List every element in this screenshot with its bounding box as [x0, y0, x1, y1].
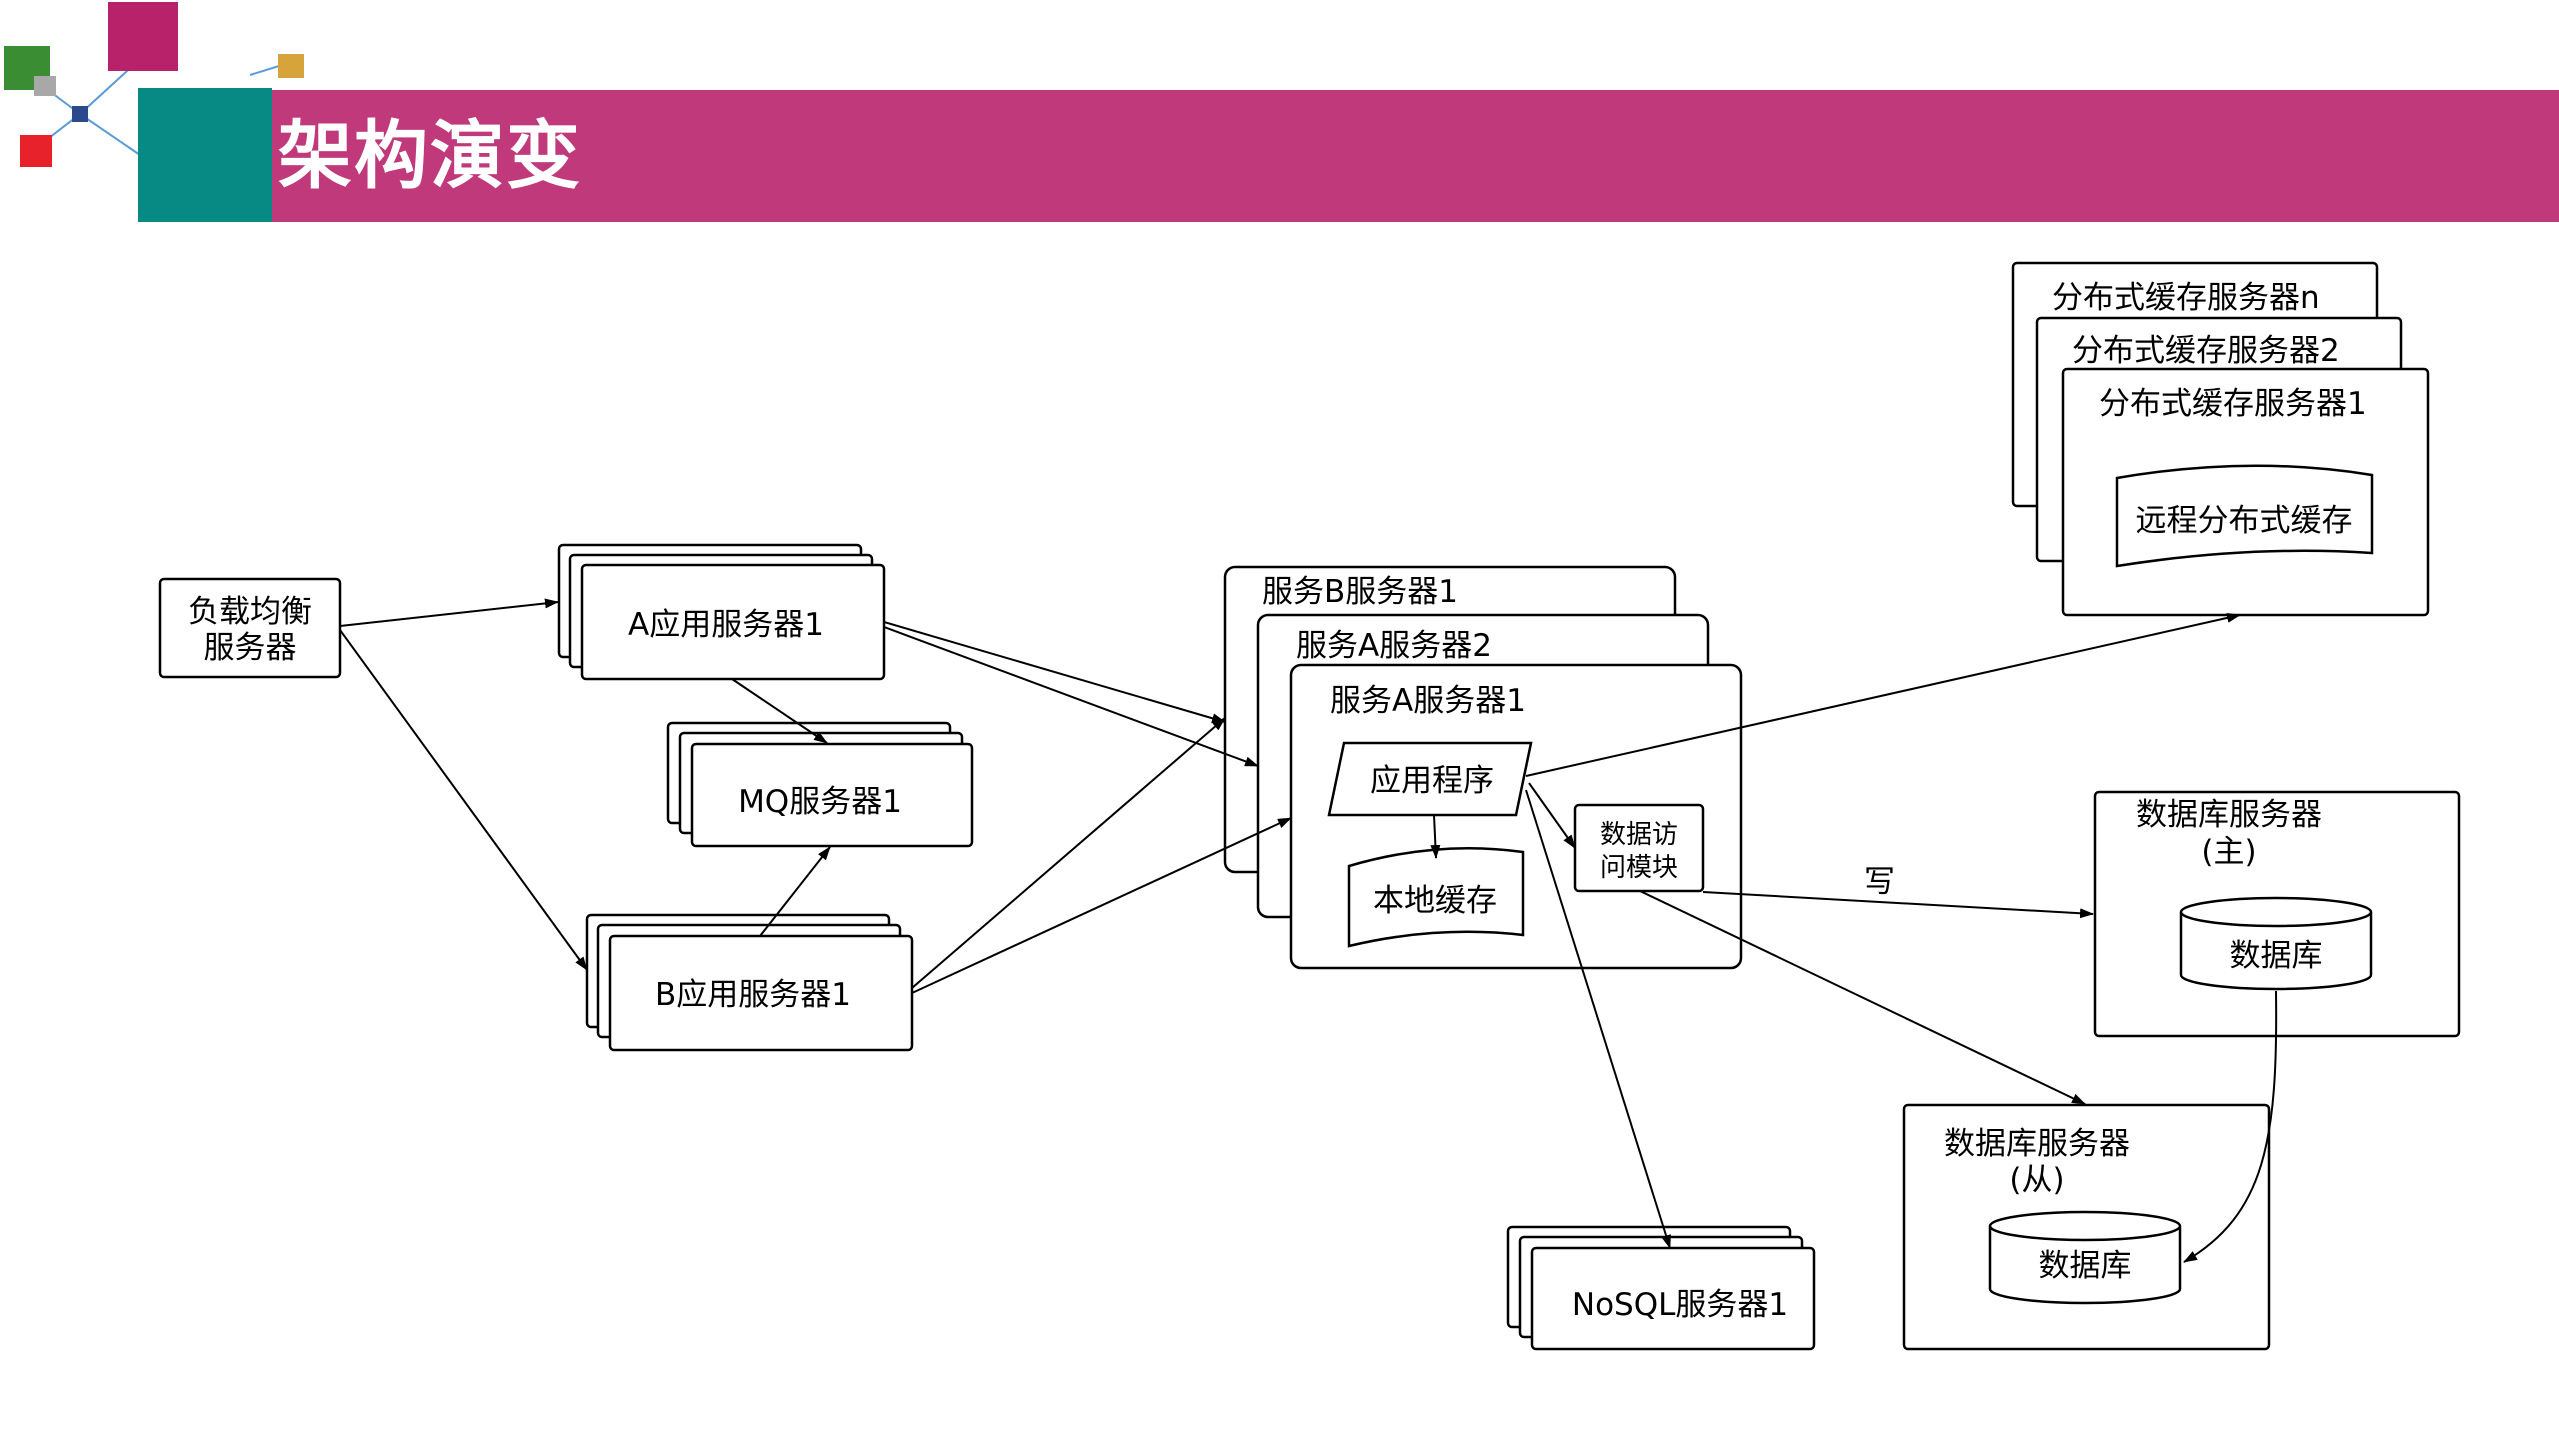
db-master-cylinder-label: 数据库 [2230, 938, 2323, 974]
title-band [272, 90, 2559, 222]
db-slave-cylinder-top [1988, 1210, 2182, 1242]
data-access-label-2: 问模块 [1600, 853, 1678, 883]
arrow-db-master-to-db-slave [2183, 990, 2278, 1263]
data-access-label-1: 数据访 [1600, 820, 1678, 850]
arrow-app-b-to-service-a1 [911, 817, 1292, 994]
arrow-app-to-data-access [1528, 782, 1576, 849]
arrow-data-access-to-db-master [1702, 891, 2094, 919]
local-cache-shape [1347, 846, 1525, 948]
cache-server-2-label: 分布式缓存服务器2 [2072, 333, 2340, 369]
arrow-app-b-to-service-b [911, 717, 1226, 989]
application-shape [1327, 741, 1533, 817]
magenta-square [108, 2, 178, 71]
local-cache-label: 本地缓存 [1373, 883, 1497, 919]
db-master-label-2: (主) [2201, 834, 2256, 870]
arrow-app-b-to-mq [759, 846, 831, 937]
gold-square [278, 54, 304, 78]
remote-cache-shape [2115, 464, 2374, 568]
service-b-label: 服务B服务器1 [1262, 574, 1458, 610]
service-a2-label: 服务A服务器2 [1296, 628, 1492, 664]
write-label: 写 [1864, 864, 1895, 900]
teal-block [138, 88, 272, 222]
nosql-label: NoSQL服务器1 [1572, 1287, 1788, 1323]
db-slave-label-1: 数据库服务器 [1944, 1126, 2130, 1162]
service-a1-label: 服务A服务器1 [1330, 683, 1526, 719]
db-master-cylinder-body [2179, 912, 2373, 991]
cache-server-1-label: 分布式缓存服务器1 [2099, 386, 2367, 422]
db-master-cylinder-top [2179, 896, 2373, 928]
db-slave-cylinder-label: 数据库 [2039, 1248, 2132, 1284]
db-master-label-1: 数据库服务器 [2136, 797, 2322, 833]
db-slave-label-2: (从) [2009, 1162, 2064, 1198]
application-label: 应用程序 [1370, 763, 1494, 799]
red-square [20, 135, 52, 167]
arrow-app-to-local-cache [1430, 814, 1441, 859]
arrow-app-a-to-service-b [883, 621, 1226, 724]
slide-title: 架构演变 [278, 113, 582, 199]
app-a-label: A应用服务器1 [628, 607, 824, 643]
load-balancer-box [158, 577, 342, 679]
arrow-app-to-remote-cache [1525, 612, 2241, 777]
app-b-label: B应用服务器1 [655, 977, 851, 1013]
navy-square [72, 106, 88, 122]
grey-square [34, 76, 56, 96]
arrow-app-to-nosql [1525, 789, 1671, 1249]
mq-box [690, 742, 974, 848]
load-balancer-label-1: 负载均衡 [188, 594, 312, 630]
remote-cache-label: 远程分布式缓存 [2136, 503, 2353, 539]
arrow-data-access-to-db-slave [1639, 890, 2086, 1105]
mq-label: MQ服务器1 [738, 784, 902, 820]
load-balancer-label-2: 服务器 [204, 630, 297, 666]
nosql-box [1530, 1246, 1816, 1351]
arrow-app-a-to-mq [731, 678, 828, 744]
arrow-lb-to-app-b [339, 629, 588, 971]
arrow-lb-to-app-a [339, 598, 559, 627]
cache-server-n-label: 分布式缓存服务器n [2052, 280, 2320, 316]
db-slave-cylinder-body [1988, 1226, 2182, 1305]
